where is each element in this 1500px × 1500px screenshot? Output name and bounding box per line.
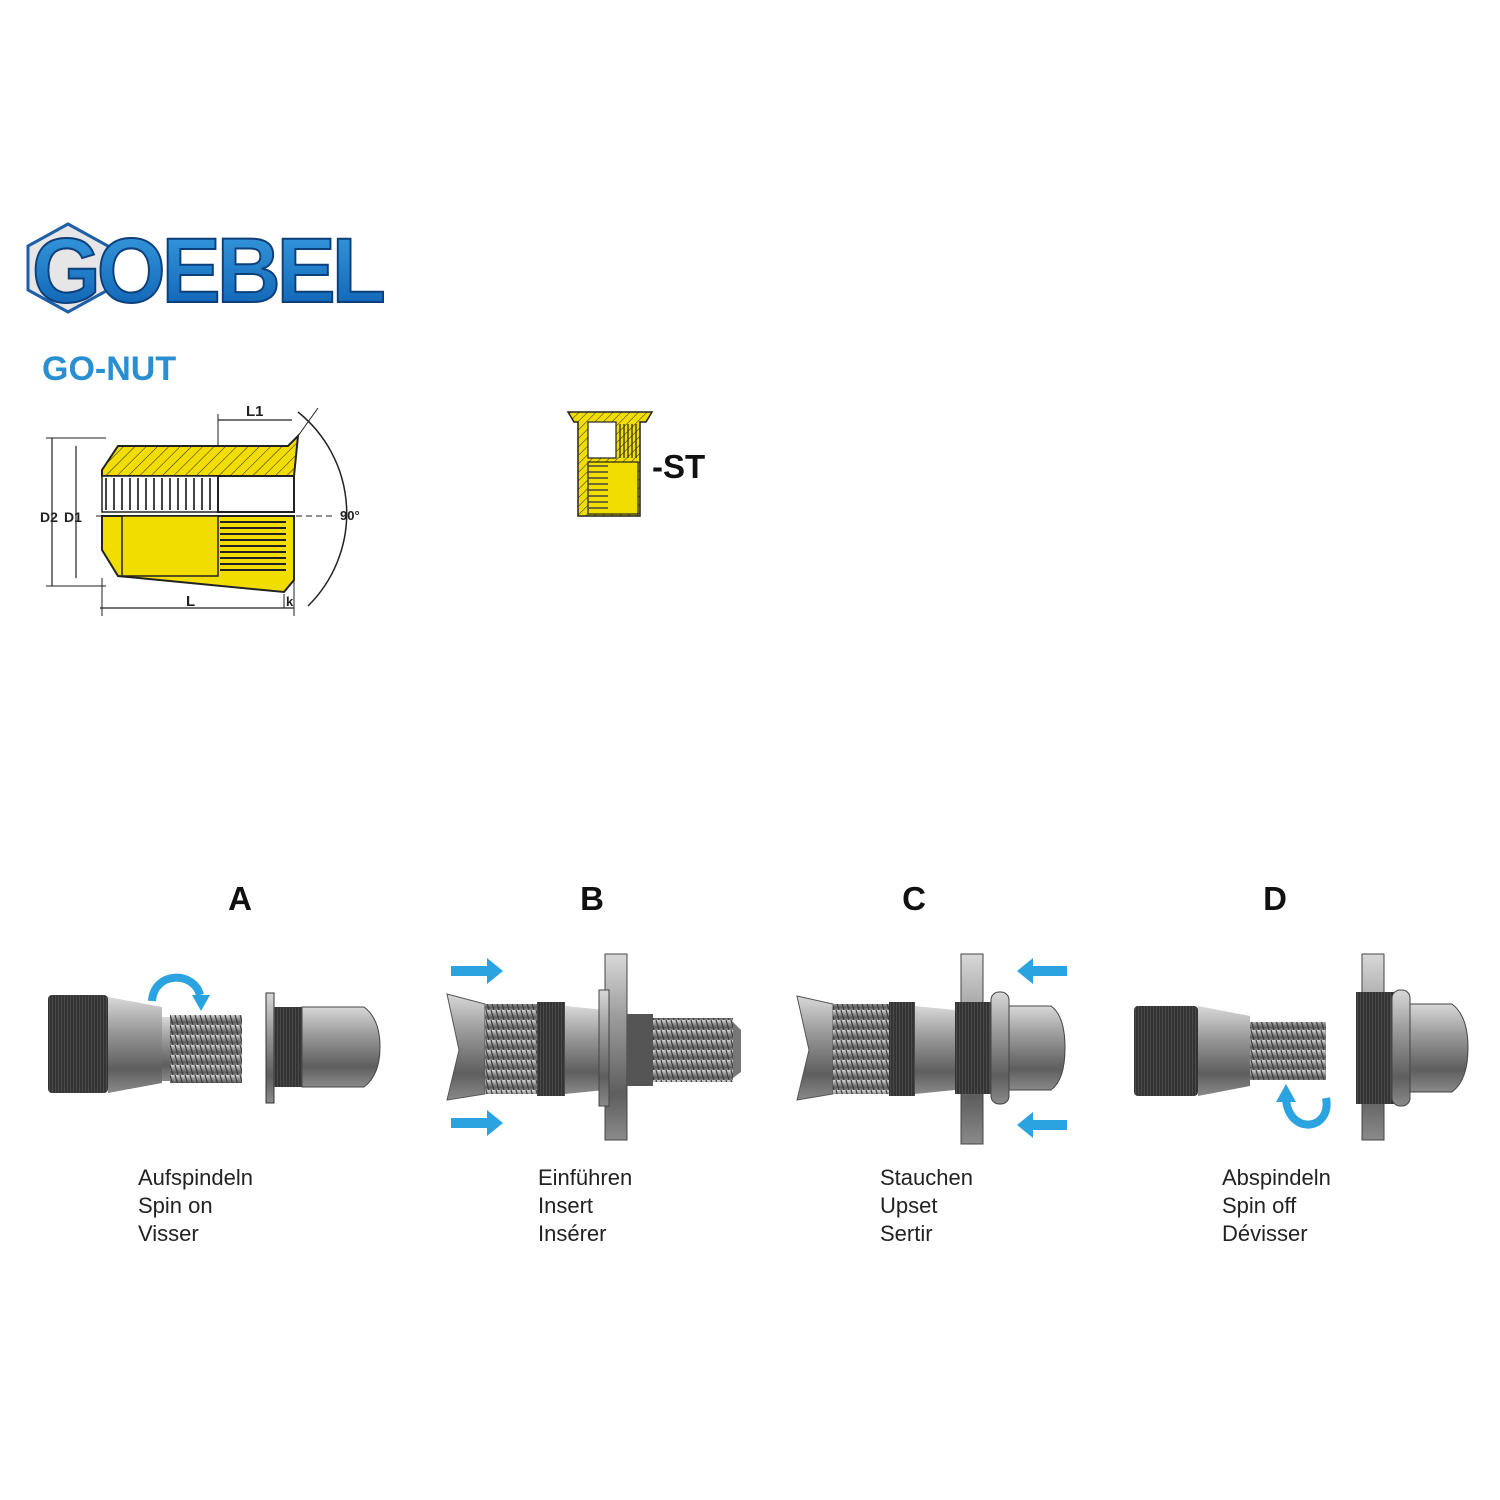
step-d-figure: [1134, 953, 1469, 1141]
step-d-caption: Abspindeln Spin off Dévisser: [1222, 1164, 1331, 1248]
caption-en: Upset: [880, 1193, 938, 1218]
label-d2: D2: [40, 509, 58, 525]
product-name: GO-NUT: [42, 350, 177, 388]
caption-fr: Visser: [138, 1221, 199, 1246]
step-c-caption: Stauchen Upset Sertir: [880, 1164, 973, 1248]
caption-fr: Sertir: [880, 1221, 933, 1246]
st-variant-label: -ST: [652, 448, 706, 485]
label-l: L: [186, 593, 195, 610]
caption-en: Spin off: [1222, 1193, 1297, 1218]
label-l1: L1: [246, 403, 264, 420]
step-a-letter: A: [228, 880, 252, 917]
step-c-figure: [796, 953, 1067, 1145]
technical-drawing: L1 D2 D1 L k 90°: [40, 403, 360, 616]
caption-fr: Insérer: [538, 1221, 607, 1246]
label-k: k: [286, 594, 294, 609]
caption-de: Einführen: [538, 1165, 633, 1190]
caption-fr: Dévisser: [1222, 1221, 1308, 1246]
step-b-letter: B: [580, 880, 604, 917]
caption-de: Abspindeln: [1222, 1165, 1331, 1190]
step-b-figure: [446, 953, 741, 1141]
st-variant-icon: [566, 411, 654, 517]
caption-de: Aufspindeln: [138, 1165, 253, 1190]
step-a-caption: Aufspindeln Spin on Visser: [138, 1164, 253, 1248]
caption-en: Spin on: [138, 1193, 213, 1218]
caption-en: Insert: [538, 1193, 594, 1218]
step-d-letter: D: [1263, 880, 1287, 917]
step-a-figure: [48, 973, 381, 1104]
label-angle: 90°: [340, 508, 360, 523]
caption-de: Stauchen: [880, 1165, 973, 1190]
step-c-letter: C: [902, 880, 926, 917]
svg-text:GOEBEL: GOEBEL: [32, 222, 384, 314]
goebel-logo: GOEBEL: [26, 222, 384, 314]
label-d1: D1: [64, 509, 82, 525]
step-b-caption: Einführen Insert Insérer: [538, 1164, 632, 1248]
